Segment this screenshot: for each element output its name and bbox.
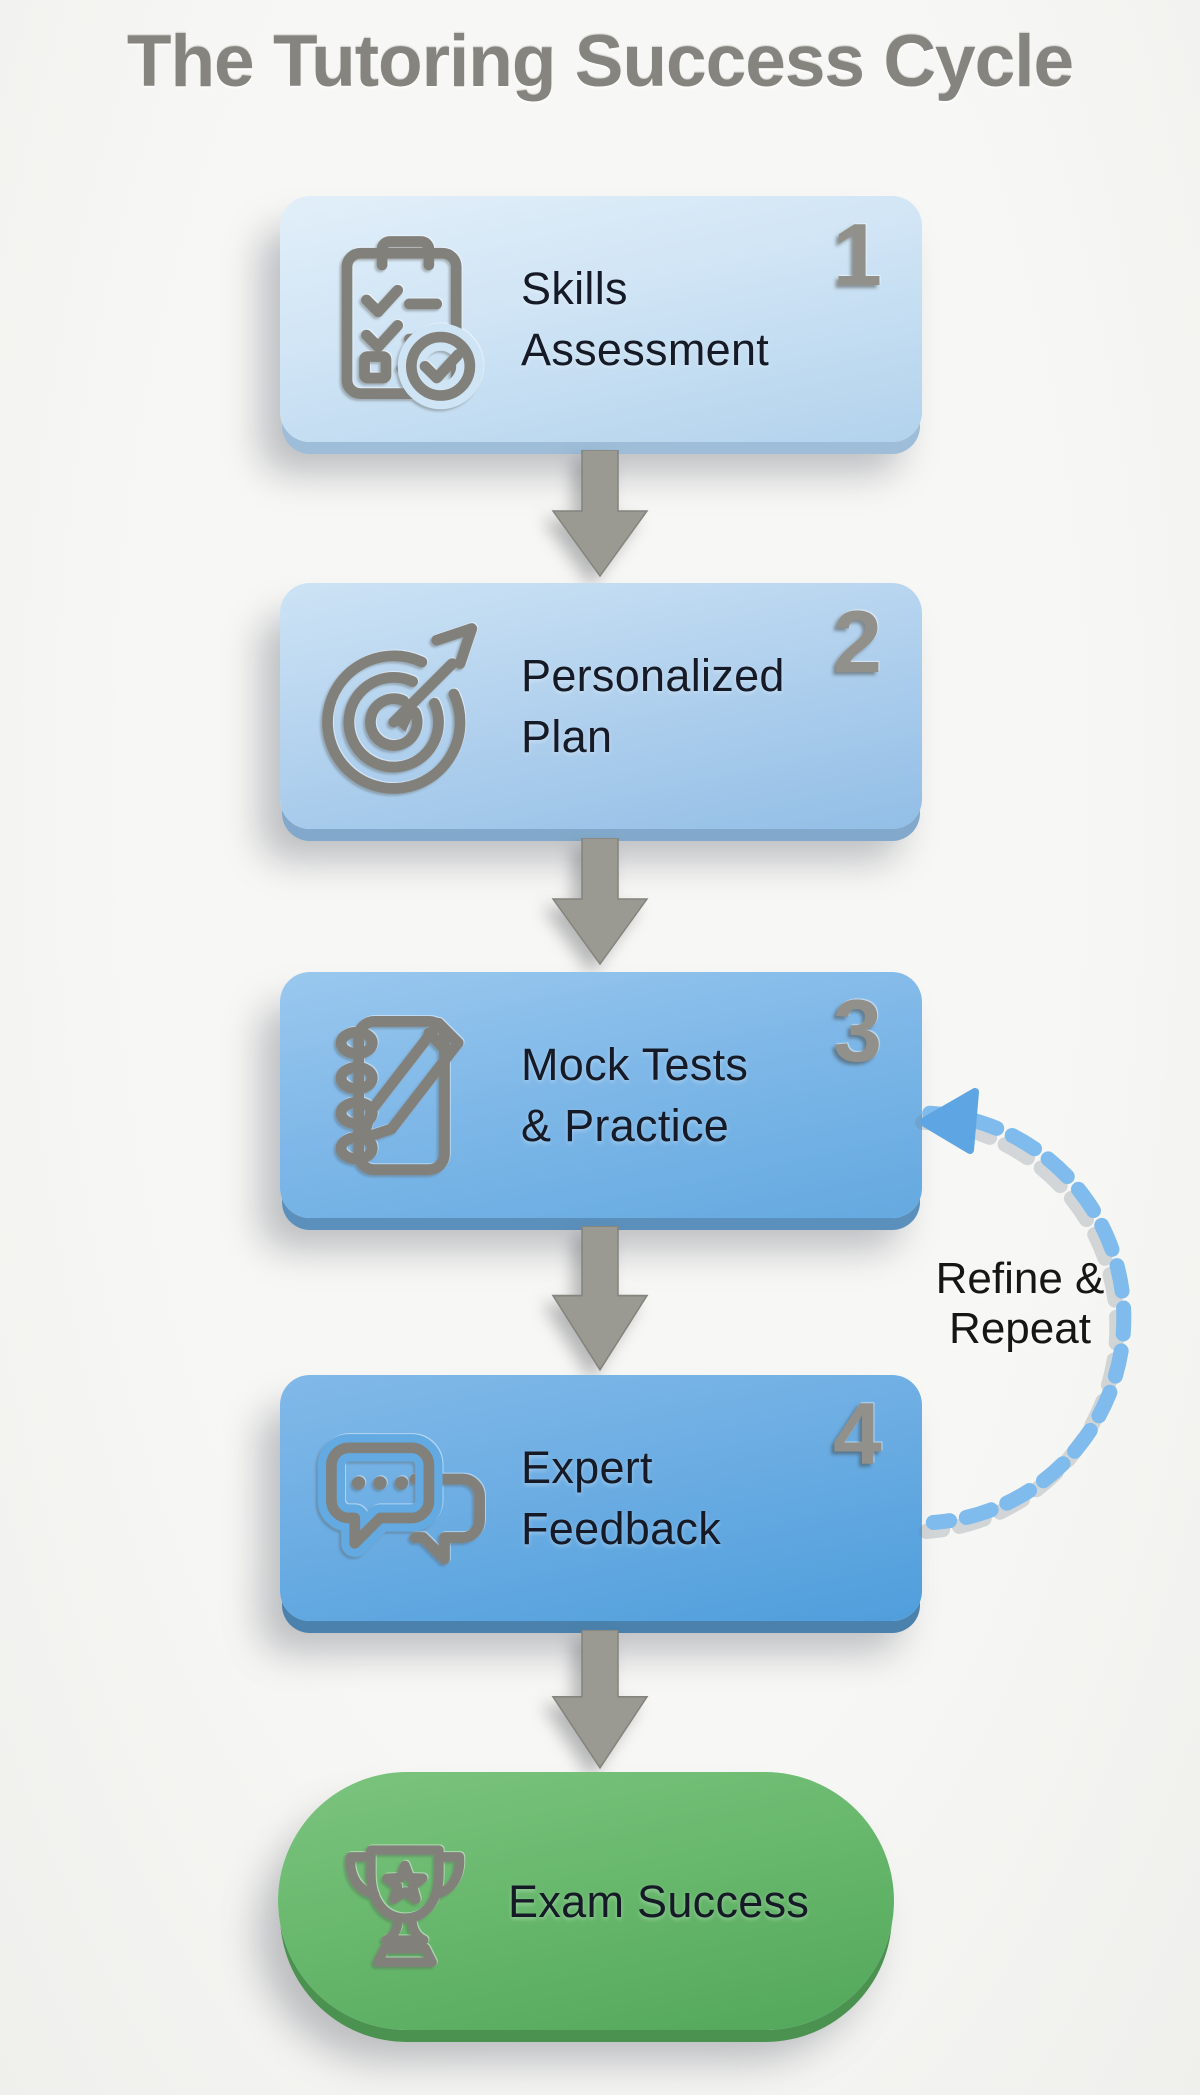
- step-label-line: Mock Tests: [521, 1039, 749, 1090]
- down-arrow-connector: [545, 450, 655, 578]
- loop-label-line: Refine &: [935, 1254, 1105, 1303]
- step-label-line: & Practice: [521, 1100, 730, 1151]
- step-card-expert-feedback: Expert Feedback 4: [280, 1375, 922, 1621]
- step-label: Expert Feedback: [521, 1437, 721, 1559]
- step-number: 2: [833, 592, 882, 691]
- step-label-line: Exam Success: [508, 1875, 810, 1927]
- step-card-personalized-plan: Personalized Plan 2: [280, 583, 922, 829]
- loop-label-line: Repeat: [949, 1304, 1091, 1353]
- step-label-line: Skills: [521, 263, 628, 314]
- down-arrow-connector: [545, 838, 655, 966]
- step-card-exam-success: Exam Success: [278, 1772, 894, 2030]
- step-label: Exam Success: [508, 1871, 809, 1932]
- refine-repeat-label: Refine & Repeat: [905, 1254, 1135, 1354]
- step-card-mock-tests: Mock Tests & Practice 3: [280, 972, 922, 1218]
- down-arrow-icon: [551, 450, 649, 578]
- step-label-line: Assessment: [521, 324, 770, 375]
- target-icon: [322, 622, 478, 794]
- step-label-line: Personalized: [521, 650, 785, 701]
- down-arrow-icon: [551, 1226, 649, 1372]
- trophy-icon: [345, 1845, 465, 1967]
- step-label-line: Expert: [521, 1442, 653, 1493]
- down-arrow-connector: [545, 1226, 655, 1372]
- step-label: Skills Assessment: [521, 258, 769, 380]
- step-label: Personalized Plan: [521, 645, 785, 767]
- clipboard-checklist-icon: [341, 235, 484, 409]
- loop-arrowhead-icon: [919, 1088, 979, 1154]
- down-arrow-icon: [551, 838, 649, 966]
- down-arrow-icon: [551, 1630, 649, 1770]
- step-card-skills-assessment: Skills Assessment 1: [280, 196, 922, 442]
- page-title: The Tutoring Success Cycle: [126, 21, 1074, 102]
- step-label: Mock Tests & Practice: [521, 1034, 748, 1156]
- step-label-line: Plan: [521, 711, 613, 762]
- step-number: 3: [833, 981, 882, 1080]
- down-arrow-connector: [545, 1630, 655, 1770]
- step-number: 4: [833, 1384, 882, 1483]
- step-number: 1: [833, 205, 882, 304]
- notebook-pencil-icon: [335, 1015, 464, 1175]
- chat-bubbles-icon: [317, 1433, 485, 1564]
- refine-repeat-loop-arrow: [915, 1088, 1132, 1539]
- step-label-line: Feedback: [521, 1503, 722, 1554]
